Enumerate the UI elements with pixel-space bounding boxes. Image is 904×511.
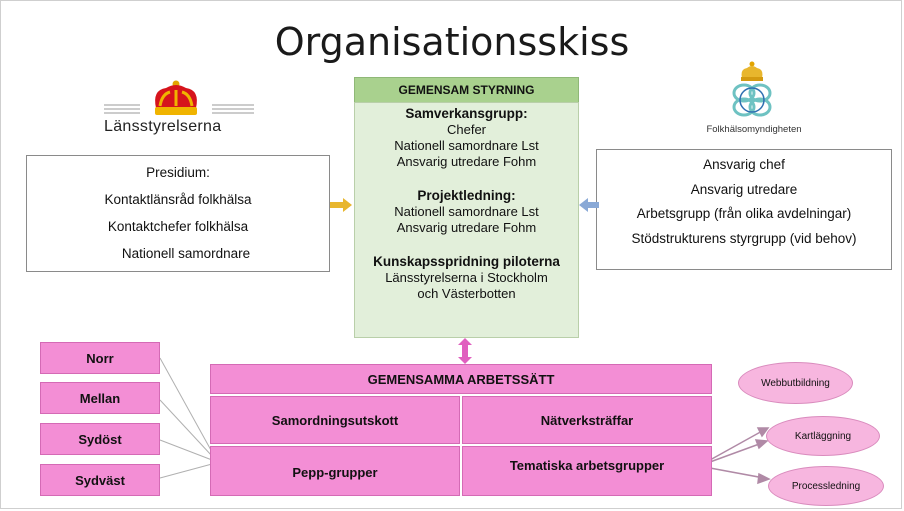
section-line: Ansvarig utredare Fohm: [396, 220, 537, 235]
section-line: Chefer: [446, 122, 487, 137]
crown-knot-icon: [732, 61, 772, 117]
fohm-line: Arbetsgrupp (från olika avdelningar): [636, 206, 852, 221]
fohm-box: Ansvarig chef Ansvarig utredare Arbetsgr…: [596, 149, 892, 270]
lansstyrelserna-logo: Länsstyrelserna: [104, 78, 254, 138]
fohm-line: Ansvarig chef: [703, 157, 785, 172]
workmethod-cell: Samordningsutskott: [210, 396, 460, 444]
fohm-line: Stödstrukturens styrgrupp (vid behov): [631, 230, 857, 246]
region-box-sydost: Sydöst: [40, 423, 160, 455]
region-box-sydvast: Sydväst: [40, 464, 160, 496]
section-line: Ansvarig utredare Fohm: [396, 154, 537, 169]
governance-body: Samverkansgrupp: Chefer Nationell samord…: [354, 102, 579, 338]
workmethods-header: GEMENSAMMA ARBETSSÄTT: [210, 364, 712, 394]
presidium-line: Kontaktlänsråd folkhälsa: [104, 192, 252, 207]
section-heading: Kunskapsspridning piloterna: [373, 254, 560, 269]
workmethod-cell: Pepp-grupper: [210, 446, 460, 496]
page-title: Organisationsskiss: [274, 20, 630, 64]
workmethod-cell: Tematiska arbetsgrupper: [462, 446, 712, 496]
region-box-mellan: Mellan: [40, 382, 160, 414]
output-ellipse-kartlaggning: Kartläggning: [766, 416, 880, 456]
arrow-right-icon: [330, 198, 352, 212]
lansstyrelserna-wordmark: Länsstyrelserna: [104, 118, 222, 135]
arrow-updown-icon: [458, 338, 472, 364]
section-heading: Samverkansgrupp:: [405, 106, 528, 121]
section-line: Nationell samordnare Lst: [394, 204, 539, 219]
presidium-line: Nationell samordnare: [121, 246, 251, 261]
fohm-line: Ansvarig utredare: [690, 181, 798, 197]
output-ellipse-webbutbildning: Webbutbildning: [738, 362, 853, 404]
output-ellipse-processledning: Processledning: [768, 466, 884, 506]
presidium-box: Presidium: Kontaktlänsråd folkhälsa Kont…: [26, 155, 330, 272]
crown-icon: [104, 80, 254, 115]
section-heading: Projektledning:: [417, 188, 516, 203]
arrow-left-icon: [579, 198, 599, 212]
section-line: Nationell samordnare Lst: [394, 138, 539, 153]
section-line: och Västerbotten: [417, 286, 516, 301]
section-line: Länsstyrelserna i Stockholm: [385, 270, 548, 285]
region-box-norr: Norr: [40, 342, 160, 374]
workmethod-cell: Nätverksträffar: [462, 396, 712, 444]
presidium-line: Presidium:: [146, 165, 210, 180]
folkhalsomyndigheten-logo: Folkhälsomyndigheten: [694, 60, 814, 140]
folkhalsomyndigheten-wordmark: Folkhälsomyndigheten: [706, 124, 802, 135]
presidium-line: Kontaktchefer folkhälsa: [107, 219, 249, 234]
